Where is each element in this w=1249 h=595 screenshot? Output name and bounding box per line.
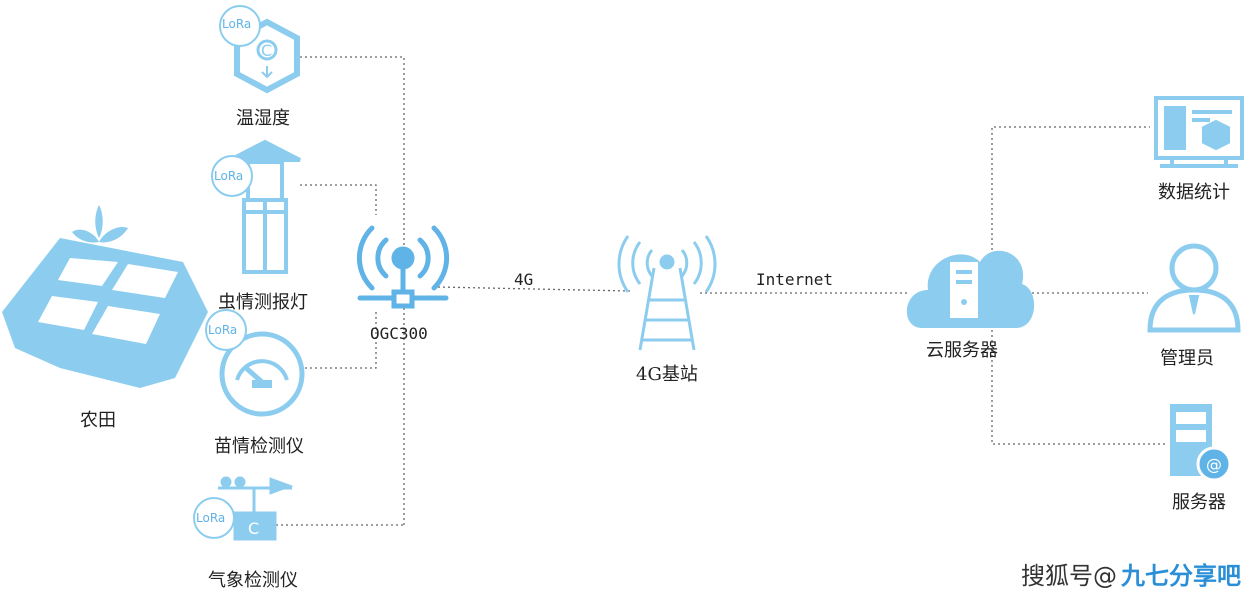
- lora-badge-lamp: LoRa: [214, 169, 243, 183]
- watermark: 搜狐号@九七分享吧: [1021, 556, 1241, 591]
- farmland-label: 农田: [80, 410, 116, 431]
- weather-station-icon: C: [193, 476, 294, 541]
- link-internet-label: Internet: [756, 270, 834, 289]
- insect-lamp-icon: [211, 139, 301, 274]
- watermark-logo: 九七分享吧: [1121, 562, 1241, 590]
- gauge-icon: [205, 309, 305, 417]
- svg-text:C: C: [248, 519, 259, 538]
- link-4g-label: 4G: [514, 270, 534, 289]
- cloud-server-icon: [906, 250, 1035, 328]
- line-lamp-gateway: [300, 184, 377, 215]
- line-temp-gateway: [300, 56, 405, 525]
- server-label: 服务器: [1172, 492, 1226, 513]
- line-seedling-gateway: [300, 310, 377, 369]
- gateway-label: OGC300: [370, 324, 428, 343]
- base-station-label: 4G基站: [636, 364, 698, 385]
- cell-tower-icon: [617, 235, 717, 351]
- temp-humidity-label: 温湿度: [236, 108, 290, 129]
- svg-text:C: C: [261, 41, 272, 60]
- stats-label: 数据统计: [1158, 182, 1230, 203]
- admin-user-icon: [1147, 243, 1241, 333]
- connection-lines: [276, 56, 1168, 526]
- monitor-icon: [1154, 96, 1244, 168]
- server-icon: @: [1170, 404, 1232, 482]
- lora-badge-weather: LoRa: [196, 511, 225, 525]
- line-cloud-server: [991, 325, 1168, 445]
- cloud-server-label: 云服务器: [926, 340, 998, 361]
- admin-label: 管理员: [1160, 348, 1214, 369]
- svg-text:@: @: [1206, 455, 1222, 474]
- line-gateway-base: [437, 286, 631, 292]
- line-cloud-stats: [991, 126, 1150, 255]
- lora-badges: LoRa LoRa LoRa LoRa: [196, 17, 251, 525]
- lora-badge-seedling: LoRa: [208, 323, 237, 337]
- insect-lamp-label: 虫情测报灯: [218, 292, 308, 313]
- lora-badge-temp: LoRa: [222, 17, 251, 31]
- weather-monitor-label: 气象检测仪: [208, 570, 298, 591]
- seedling-monitor-label: 苗情检测仪: [214, 436, 304, 457]
- gateway-antenna-icon: [356, 225, 450, 309]
- thermometer-hexagon-icon: C: [219, 5, 300, 94]
- watermark-text: 搜狐号@: [1021, 562, 1117, 590]
- farmland-icon: [2, 205, 208, 388]
